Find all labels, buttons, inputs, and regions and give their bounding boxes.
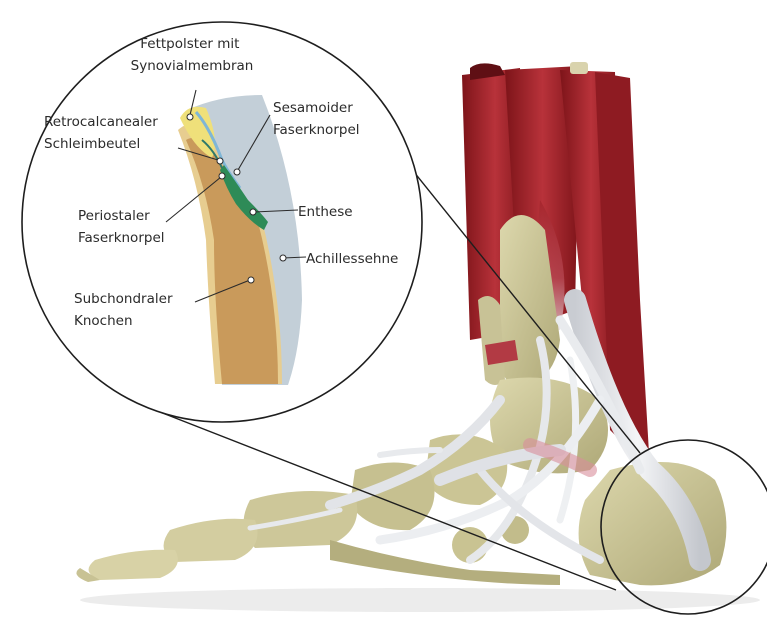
label-achillessehne: Achillessehne xyxy=(306,251,398,267)
inset-detail: Fettpolster mit Synovialmembran Retrocal… xyxy=(22,22,422,422)
label-enthese: Enthese xyxy=(298,204,353,220)
